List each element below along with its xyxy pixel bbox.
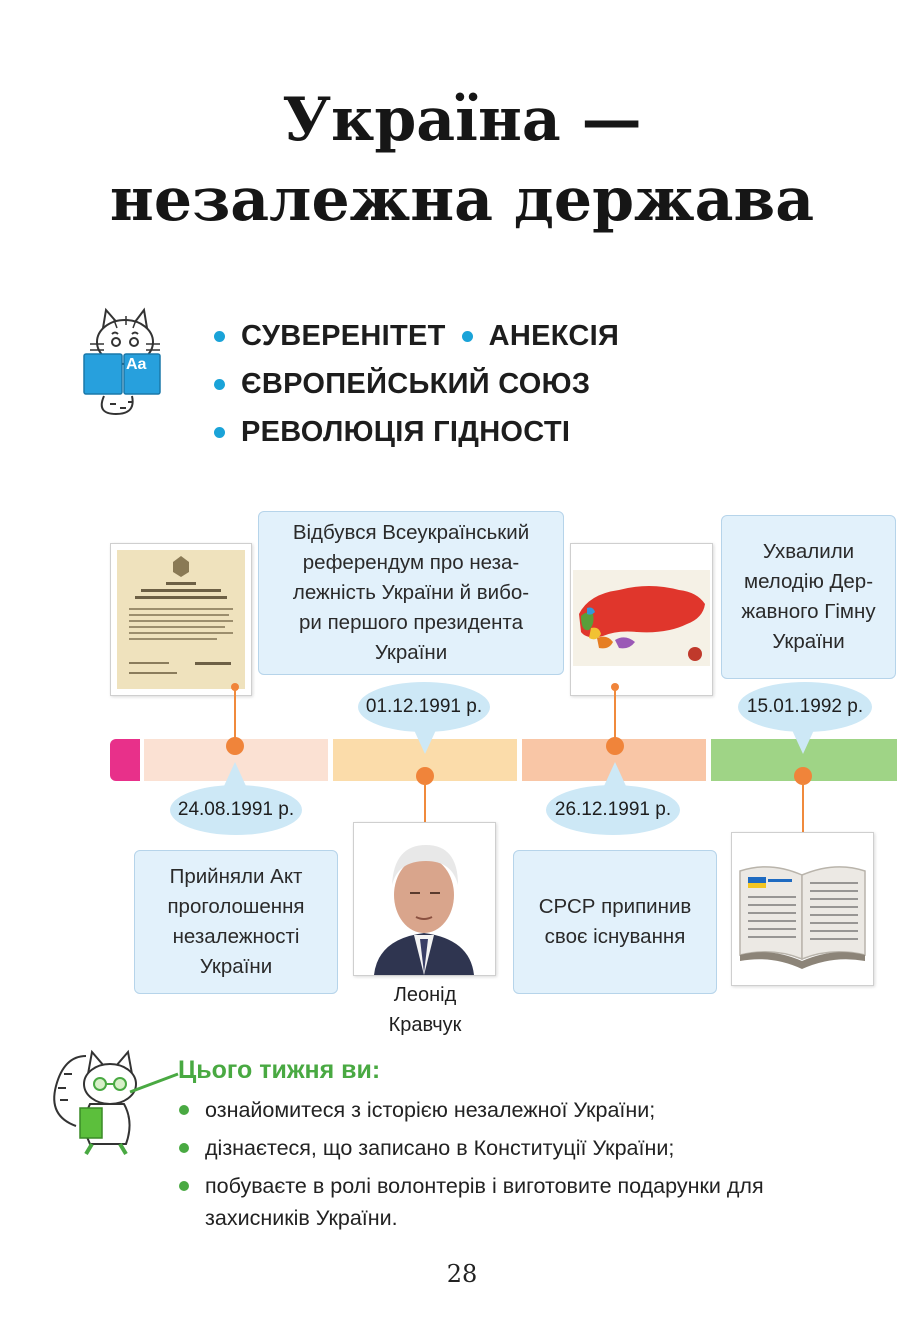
callout-pointer [414,730,436,754]
callout-pointer [604,762,626,786]
keyword-revolution-of-dignity: РЕВОЛЮЦІЯ ГІДНОСТІ [241,415,571,448]
bullet-dot [179,1105,189,1115]
event-4-line: України [772,630,845,653]
event-1-line: проголошення [167,895,305,918]
independence-act-image [110,543,252,696]
event-2-line: референдум про неза- [302,551,520,574]
this-week-heading: Цього тижня ви: [178,1056,381,1084]
list-item: дізнаєтеся, що записано в Конституції Ук… [178,1132,858,1164]
list-item-text: побуваєте в ролі волонтерів і виготовите… [205,1174,764,1230]
event-1-line: незалежності [172,925,300,948]
bullet-dot [179,1181,189,1191]
anthem-book-image [731,832,874,986]
keyword-list: СУВЕРЕНІТЕТ АНЕКСІЯ ЄВРОПЕЙСЬКИЙ СОЮЗ РЕ… [214,312,619,456]
timeline-start-marker [110,739,140,781]
person-portrait-icon [354,823,495,975]
caption-line: Кравчук [388,1014,462,1036]
keyword-annexation: АНЕКСІЯ [488,319,620,352]
timeline-pin [611,683,619,691]
event-3-line: СРСР припинив [538,895,692,918]
event-4-line: жавного Гімну [741,600,876,623]
timeline-pin [231,683,239,691]
page-title-line-1: Україна — [282,85,642,155]
event-description-4: Ухвалили мелодію Дер- жавного Гімну Укра… [721,515,896,679]
timeline-node-3 [606,737,624,755]
bullet-dot [214,378,225,390]
map-icon [573,570,710,666]
keyword-line-1: СУВЕРЕНІТЕТ АНЕКСІЯ [214,312,619,360]
keyword-line-2: ЄВРОПЕЙСЬКИЙ СОЮЗ [214,360,619,408]
bullet-dot [461,330,473,342]
event-description-1: Прийняли Акт проголошення незалежності У… [134,850,338,994]
event-2-line: Відбувся Всеукраїнський [292,521,530,544]
list-item-text: дізнаєтеся, що записано в Конституції Ук… [205,1136,675,1160]
document-icon [117,550,245,689]
callout-pointer [224,762,246,786]
this-week-list: ознайомитеся з історією незалежної Украї… [178,1094,858,1240]
event-date-1: 24.08.1991 р. [170,785,302,835]
list-item: ознайомитеся з історією незалежної Украї… [178,1094,858,1126]
keyword-sovereignty: СУВЕРЕНІТЕТ [241,319,446,352]
timeline-node-4 [794,767,812,785]
bullet-dot [179,1143,189,1153]
event-2-line: України [374,641,448,664]
event-date-3: 26.12.1991 р. [546,785,680,835]
book-label: Aa [126,356,147,373]
list-item-text: ознайомитеся з історією незалежної Украї… [205,1098,656,1122]
event-description-2: Відбувся Всеукраїнський референдум про н… [258,511,564,675]
timeline-connector [614,689,616,745]
event-4-line: мелодію Дер- [743,570,874,593]
cat-pointer-icon [53,1049,179,1156]
event-date-2: 01.12.1991 р. [358,682,490,732]
caption-line: Леонід [393,984,457,1006]
kravchuk-portrait-image [353,822,496,976]
timeline-connector [234,689,236,745]
event-2-line: ри першого президента [299,611,523,634]
bullet-dot [214,330,225,342]
ussr-map-image [570,543,713,696]
event-description-3: СРСР припинив своє існування [513,850,717,994]
event-3-line: своє існування [544,925,686,948]
event-4-line: Ухвалили [762,540,855,563]
timeline-node-2 [416,767,434,785]
keyword-european-union: ЄВРОПЕЙСЬКИЙ СОЮЗ [241,367,591,400]
timeline-connector [802,783,804,833]
timeline-node-1 [226,737,244,755]
kravchuk-caption: Леонід Кравчук [346,980,504,1040]
callout-pointer [792,730,814,754]
event-date-4: 15.01.1992 р. [738,682,872,732]
cat-reading-book-icon [83,307,161,416]
page-number: 28 [446,1260,478,1288]
event-2-line: лежність України й вибо- [292,581,530,604]
timeline-connector [424,783,426,833]
list-item: побуваєте в ролі волонтерів і виготовите… [178,1170,838,1234]
page-title-line-2: незалежна держава [109,165,815,235]
keyword-line-3: РЕВОЛЮЦІЯ ГІДНОСТІ [214,408,619,456]
open-book-icon [739,866,866,969]
event-1-line: Прийняли Акт [169,865,303,888]
bullet-dot [214,426,225,438]
event-1-line: України [199,955,273,978]
